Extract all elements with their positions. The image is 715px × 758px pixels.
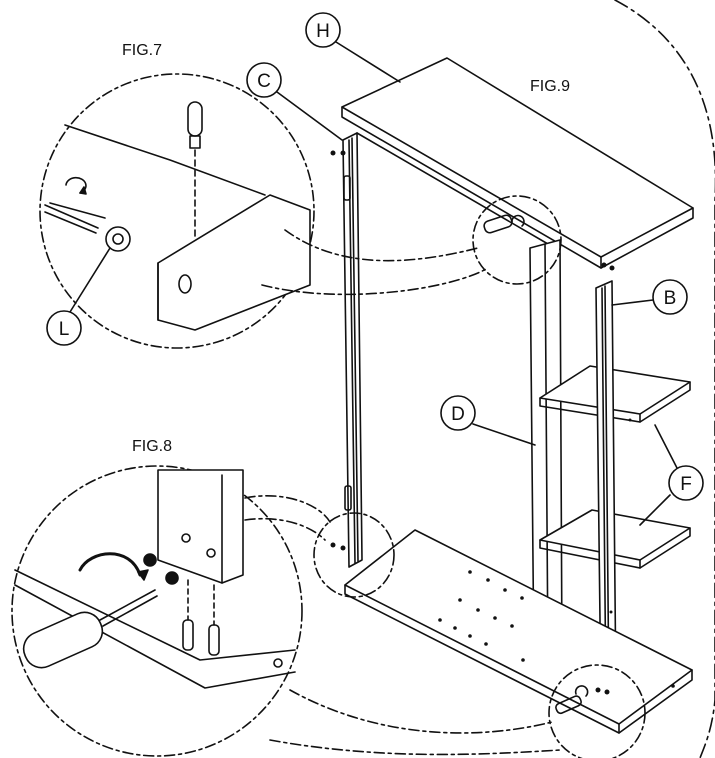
fig7-connector (284, 229, 479, 262)
fig7-label: FIG.7 (122, 42, 162, 59)
fig7-parts (44, 101, 311, 331)
fig8-circle (11, 465, 303, 757)
fig8-connector-2 (244, 517, 326, 541)
fig7-connector-2 (261, 267, 489, 296)
shelf-upper-f (539, 365, 691, 415)
callout-circle-l (46, 310, 82, 346)
dowel-top (483, 214, 525, 234)
callout-circle-c (246, 62, 282, 98)
cabinet (330, 57, 694, 734)
detail-circle-top (472, 195, 562, 285)
fig8-label: FIG.8 (132, 438, 172, 455)
callout-circle-b (652, 279, 688, 315)
fig7-circle (39, 73, 315, 349)
part-label-c: C (257, 71, 271, 92)
part-label-b: B (664, 288, 677, 309)
fig8-connector-4 (269, 739, 561, 756)
part-label-d: D (451, 404, 465, 425)
part-label-f: F (680, 474, 692, 495)
fig8-connector-3 (289, 689, 553, 734)
part-label-l: L (59, 319, 70, 340)
detail-circle-bottom-left (313, 512, 395, 598)
part-label-h: H (316, 21, 330, 42)
callout-circle-f (668, 465, 704, 501)
fig8-connector (244, 494, 331, 523)
fig9-label: FIG.9 (530, 78, 570, 95)
detail-circle-bottom-right (548, 664, 646, 758)
callout-circle-h (305, 12, 341, 48)
callout-circle-d (440, 395, 476, 431)
dowel-bottom (555, 685, 589, 715)
fig8-parts (14, 469, 296, 689)
